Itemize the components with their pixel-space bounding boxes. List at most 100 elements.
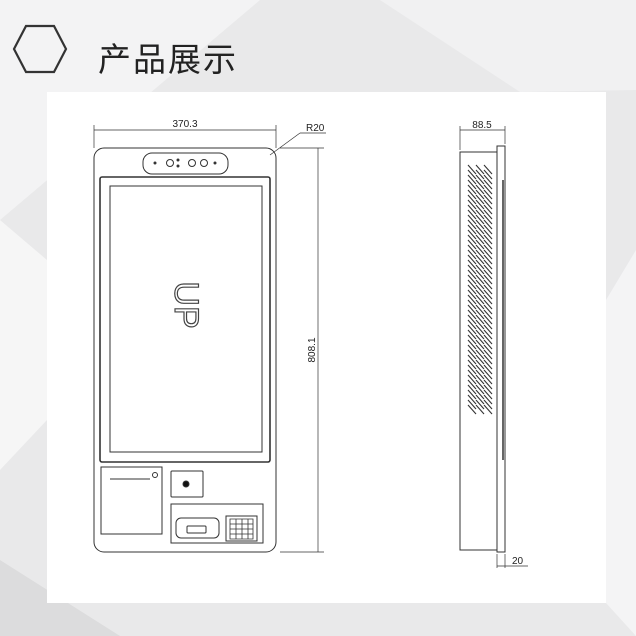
vent-slot (483, 269, 493, 280)
vent-slot (475, 289, 485, 300)
vent-slot (475, 214, 485, 225)
vent-slot (467, 194, 477, 205)
vent-slot (483, 314, 493, 325)
hexagon-icon (12, 24, 68, 74)
vent-slot (467, 319, 477, 330)
vent-slot (467, 339, 477, 350)
vent-slot (467, 204, 477, 215)
vent-slot (475, 329, 485, 340)
side-view (459, 145, 506, 553)
vent-slot (467, 164, 477, 175)
vent-slot (483, 339, 493, 350)
vent-slot (467, 254, 477, 265)
vent-slot (467, 279, 477, 290)
vent-slot (483, 214, 493, 225)
vent-slot (483, 369, 493, 380)
vent-slot (475, 254, 485, 265)
vent-slot (475, 239, 485, 250)
vent-slot (475, 354, 485, 365)
front-plate (496, 145, 506, 553)
vent-slot (467, 249, 477, 260)
vent-slot (467, 199, 477, 210)
vent-slot (475, 259, 485, 270)
kiosk-outline (93, 147, 277, 553)
side-body (459, 151, 498, 551)
vent-slot (483, 364, 493, 375)
vent-slot (467, 274, 477, 285)
vent-slot (483, 164, 493, 175)
vent-slot (475, 219, 485, 230)
vent-slot (483, 249, 493, 260)
vent-slot (467, 344, 477, 355)
vent-slot (467, 294, 477, 305)
vent-slot (483, 359, 493, 370)
vent-slot (483, 354, 493, 365)
vent-slot (475, 224, 485, 235)
vent-slot (483, 344, 493, 355)
vent-slot (467, 224, 477, 235)
vent-slot (475, 269, 485, 280)
vent-slot (475, 304, 485, 315)
vent-slot (475, 384, 485, 395)
vent-slot (467, 184, 477, 195)
vent-slot (483, 404, 493, 415)
vent-slot (467, 354, 477, 365)
vent-slot (475, 199, 485, 210)
vent-slot (475, 204, 485, 215)
height-dimension: 808.1 (307, 337, 318, 362)
vent-slot (483, 279, 493, 290)
vent-slot (467, 219, 477, 230)
vent-slot (483, 329, 493, 340)
vent-slot (475, 184, 485, 195)
payment-panel (170, 503, 264, 544)
vent-slot (475, 234, 485, 245)
vent-slot (475, 324, 485, 335)
vent-slot (483, 209, 493, 220)
vent-slot (483, 204, 493, 215)
plate-dimension: 20 (512, 556, 524, 567)
vent-slot (483, 194, 493, 205)
vent-slot (483, 229, 493, 240)
vent-slot (483, 234, 493, 245)
depth-dimension: 88.5 (472, 120, 492, 131)
vent-slot (483, 184, 493, 195)
vent-slot (483, 334, 493, 345)
vent-slot (467, 364, 477, 375)
vent-slot (483, 174, 493, 185)
vent-slot (467, 179, 477, 190)
vent-slot (467, 259, 477, 270)
vent-slot (475, 394, 485, 405)
vent-slot (467, 404, 477, 415)
vent-slot (483, 384, 493, 395)
card-slot (175, 517, 220, 539)
vent-slot (475, 279, 485, 290)
vent-slot (475, 364, 485, 375)
vent-slot (475, 274, 485, 285)
vent-slot (483, 299, 493, 310)
vent-slot (475, 189, 485, 200)
vent-slot (475, 229, 485, 240)
vent-slot (483, 264, 493, 275)
vent-slot (467, 264, 477, 275)
vent-slot (483, 169, 493, 180)
vent-slot (467, 284, 477, 295)
vent-slot (467, 379, 477, 390)
vent-slot (467, 169, 477, 180)
vent-slot (483, 399, 493, 410)
vent-slot (475, 249, 485, 260)
vent-slot (467, 334, 477, 345)
vent-slot (483, 324, 493, 335)
vent-slot (467, 389, 477, 400)
vent-slot (467, 369, 477, 380)
vent-slot (475, 299, 485, 310)
vent-slot (483, 179, 493, 190)
screen (109, 185, 263, 453)
vent-slot (467, 269, 477, 280)
vent-slot (475, 389, 485, 400)
vent-slot (467, 214, 477, 225)
vent-slot (467, 399, 477, 410)
vent-slot (483, 254, 493, 265)
vent-slot (475, 169, 485, 180)
vent-slot (467, 229, 477, 240)
vent-slot (475, 334, 485, 345)
